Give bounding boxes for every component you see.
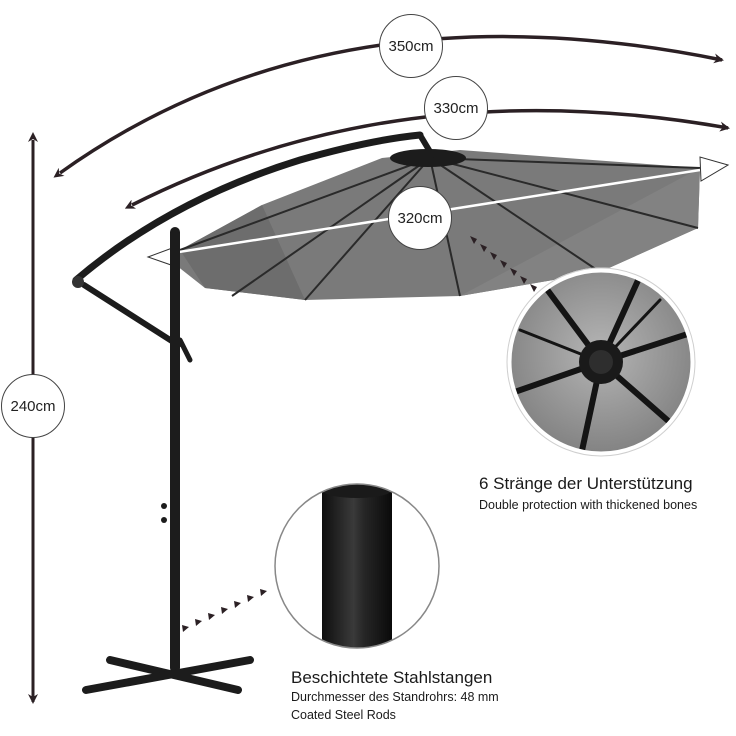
ribs-detail-image [506, 267, 696, 457]
pole-feature-material: Coated Steel Rods [291, 708, 396, 722]
pole-feature-title: Beschichtete Stahlstangen [291, 668, 493, 687]
pointer-pole-detail [182, 589, 267, 632]
height-label: 240cm [1, 374, 65, 438]
umbrella-frame [72, 131, 435, 694]
dimension-arc-inner [124, 108, 730, 209]
pole-feature-diameter: Durchmesser des Standrohrs: 48 mm [291, 690, 499, 704]
ribs-feature-subtitle: Double protection with thickened bones [479, 498, 698, 512]
inner-span-label: 330cm [424, 76, 488, 140]
canopy-diameter-label: 320cm [388, 186, 452, 250]
arm-pivot [72, 276, 84, 288]
outer-span-label: 350cm [379, 14, 443, 78]
ribs-feature-title: 6 Stränge der Unterstützung [479, 474, 693, 493]
pole-detail-image [274, 483, 440, 649]
pointer-ribs-detail [470, 236, 537, 292]
